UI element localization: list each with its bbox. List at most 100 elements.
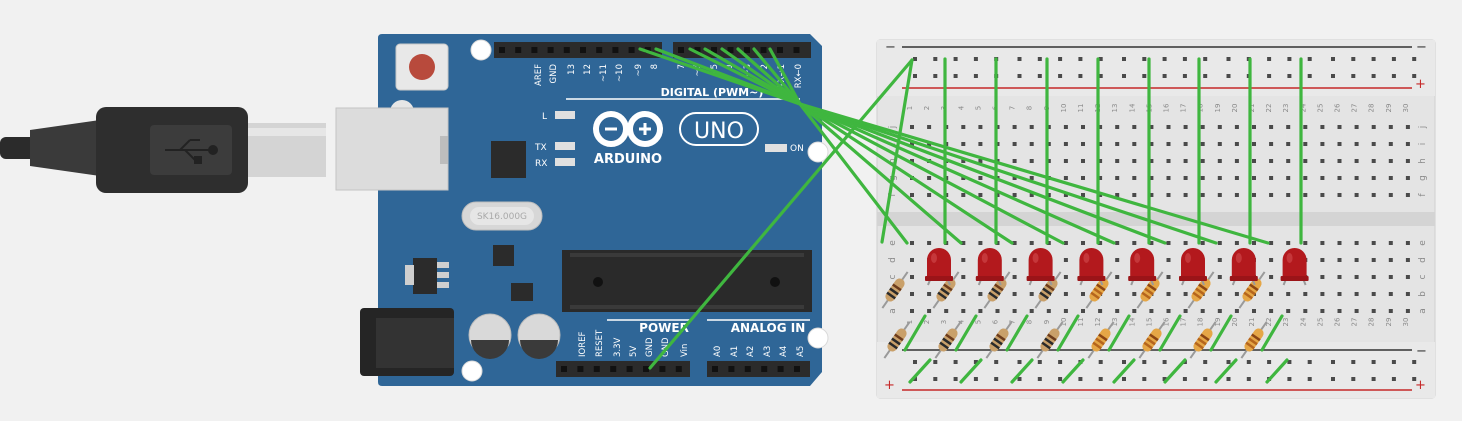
breadboard-hole[interactable] — [910, 309, 914, 313]
breadboard-hole[interactable] — [1252, 142, 1256, 146]
digital-wire[interactable] — [798, 102, 1014, 245]
rail-hole[interactable] — [933, 57, 938, 61]
digital-wire[interactable] — [736, 47, 802, 106]
breadboard-hole[interactable] — [1269, 125, 1274, 129]
rail-hole[interactable] — [913, 74, 917, 78]
header-socket[interactable] — [760, 47, 767, 53]
rail-hole[interactable] — [1078, 74, 1083, 78]
breadboard-hole[interactable] — [1098, 241, 1103, 245]
breadboard-hole[interactable] — [927, 241, 932, 245]
rail-hole[interactable] — [994, 377, 999, 381]
rail-hole[interactable] — [1058, 360, 1063, 364]
breadboard-hole[interactable] — [1388, 142, 1393, 146]
breadboard-hole[interactable] — [1371, 258, 1376, 262]
breadboard-hole[interactable] — [927, 125, 932, 129]
breadboard-hole[interactable] — [1029, 241, 1034, 245]
rail-hole[interactable] — [953, 74, 958, 78]
breadboard-hole[interactable] — [1354, 193, 1359, 197]
header-socket[interactable] — [675, 366, 682, 372]
breadboard-hole[interactable] — [1166, 292, 1171, 296]
breadboard-hole[interactable] — [910, 275, 914, 279]
breadboard-hole[interactable] — [978, 241, 983, 245]
breadboard-hole[interactable] — [1337, 241, 1342, 245]
resistor-group[interactable] — [878, 269, 1270, 361]
rail-hole[interactable] — [1351, 74, 1356, 78]
rail-hole[interactable] — [1037, 377, 1042, 381]
breadboard-hole[interactable] — [1098, 193, 1103, 197]
breadboard-hole[interactable] — [961, 292, 966, 296]
resistor[interactable] — [1135, 319, 1168, 361]
led[interactable] — [1128, 248, 1157, 286]
breadboard-hole[interactable] — [1183, 309, 1188, 313]
breadboard-hole[interactable] — [1405, 258, 1410, 262]
power-header[interactable] — [556, 361, 690, 377]
breadboard-hole[interactable] — [1115, 309, 1120, 313]
breadboard-hole[interactable] — [1046, 241, 1051, 245]
resistor[interactable] — [1031, 269, 1064, 311]
breadboard-hole[interactable] — [1149, 309, 1154, 313]
rail-hole[interactable] — [1142, 360, 1147, 364]
breadboard-hole[interactable] — [978, 125, 983, 129]
resistor[interactable] — [1237, 319, 1270, 361]
breadboard-hole[interactable] — [910, 292, 914, 296]
resistor-wire[interactable] — [954, 314, 978, 352]
header-socket[interactable] — [678, 47, 684, 53]
resistor[interactable] — [878, 269, 911, 311]
resistor[interactable] — [1186, 319, 1219, 361]
rail-hole[interactable] — [933, 377, 938, 381]
breadboard-hole[interactable] — [944, 309, 949, 313]
rail-hole[interactable] — [1182, 57, 1187, 61]
resistor-wire[interactable] — [908, 358, 932, 384]
breadboard-hole[interactable] — [1012, 193, 1017, 197]
breadboard-hole[interactable] — [995, 309, 1000, 313]
breadboard-hole[interactable] — [1063, 176, 1068, 180]
breadboard-hole[interactable] — [1388, 241, 1393, 245]
breadboard-hole[interactable] — [1081, 176, 1085, 180]
breadboard-hole[interactable] — [1183, 241, 1188, 245]
breadboard-hole[interactable] — [1012, 159, 1017, 163]
rail-hole[interactable] — [1246, 377, 1251, 381]
resistor[interactable] — [1033, 319, 1066, 361]
breadboard-hole[interactable] — [1337, 275, 1342, 279]
breadboard-hole[interactable] — [1063, 159, 1068, 163]
breadboard-hole[interactable] — [1217, 125, 1222, 129]
breadboard-hole[interactable] — [961, 241, 966, 245]
rail-hole[interactable] — [1203, 360, 1208, 364]
resistor-wire[interactable] — [1010, 358, 1034, 384]
resistor[interactable] — [1082, 269, 1115, 311]
digital-wire[interactable] — [798, 102, 1116, 245]
resistor[interactable] — [931, 319, 964, 361]
led[interactable] — [975, 248, 1004, 286]
breadboard-hole[interactable] — [1320, 292, 1325, 296]
rail-hole[interactable] — [1037, 74, 1042, 78]
digital-wire[interactable] — [798, 102, 1167, 245]
breadboard-hole[interactable] — [1320, 142, 1325, 146]
rail-hole[interactable] — [1267, 74, 1272, 78]
breadboard-hole[interactable] — [1371, 241, 1376, 245]
rail-hole[interactable] — [1331, 377, 1335, 381]
header-socket[interactable] — [643, 366, 649, 372]
header-socket[interactable] — [659, 366, 666, 372]
resistor[interactable] — [1184, 269, 1217, 311]
breadboard-hole[interactable] — [1200, 159, 1205, 163]
breadboard-hole[interactable] — [1234, 142, 1239, 146]
breadboard-hole[interactable] — [1115, 125, 1120, 129]
header-socket[interactable] — [744, 47, 750, 53]
breadboard-hole[interactable] — [1200, 142, 1205, 146]
breadboard-hole[interactable] — [1269, 258, 1274, 262]
breadboard-hole[interactable] — [1269, 241, 1274, 245]
breadboard-hole[interactable] — [1183, 125, 1188, 129]
breadboard-hole[interactable] — [1029, 159, 1034, 163]
breadboard-hole[interactable] — [1371, 193, 1376, 197]
breadboard-hole[interactable] — [1388, 275, 1393, 279]
breadboard-hole[interactable] — [1166, 275, 1171, 279]
breadboard-hole[interactable] — [1337, 309, 1342, 313]
breadboard-hole[interactable] — [961, 258, 966, 262]
header-socket[interactable] — [793, 47, 800, 53]
breadboard-hole[interactable] — [1252, 125, 1256, 129]
resistor-wire[interactable] — [1260, 314, 1284, 352]
breadboard-hole[interactable] — [1081, 309, 1085, 313]
breadboard-hole[interactable] — [1149, 159, 1154, 163]
breadboard-hole[interactable] — [1405, 193, 1410, 197]
breadboard-hole[interactable] — [1132, 309, 1137, 313]
